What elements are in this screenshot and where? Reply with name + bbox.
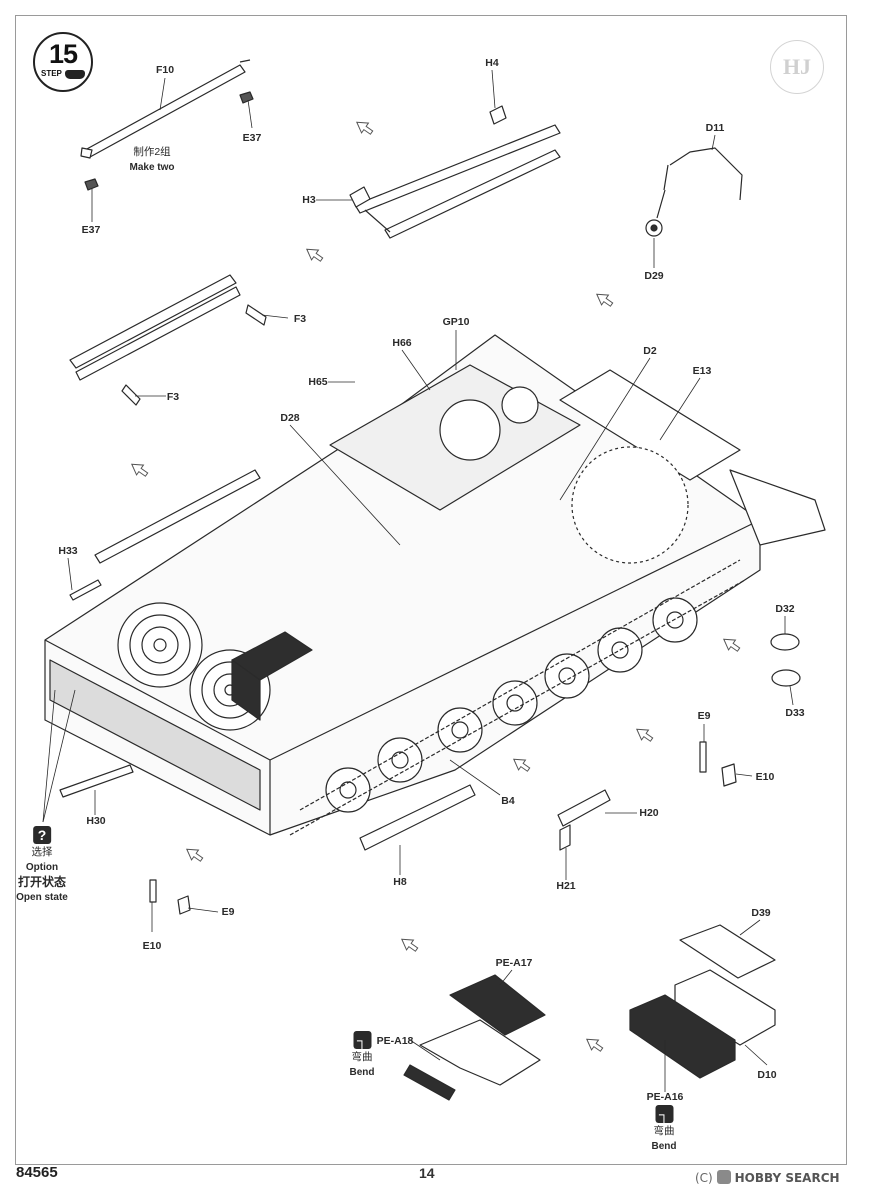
callout-e9-right: E9 <box>697 710 711 722</box>
option-cn: 选择 <box>31 846 53 858</box>
bend-icon: ┐ <box>655 1105 673 1123</box>
vehicle-hull <box>44 334 826 851</box>
callout-gp10: GP10 <box>442 316 470 328</box>
bend-left-en: Bend <box>349 1067 375 1078</box>
callout-d2: D2 <box>643 345 657 357</box>
callout-f3-upper: F3 <box>293 313 307 325</box>
part-d32-d33 <box>770 633 801 687</box>
bend-note-right: ┐ 弯曲 Bend <box>652 1105 677 1154</box>
callout-e37-bottom: E37 <box>81 224 101 236</box>
callout-h4: H4 <box>485 57 499 69</box>
open-state-cn: 打开状态 <box>17 875 66 889</box>
callout-h3: H3 <box>302 194 316 206</box>
part-h30 <box>59 764 134 798</box>
shop-logo-icon <box>716 1170 731 1184</box>
part-pe-a17-a18 <box>403 974 546 1101</box>
brand-logo-mark: HJ <box>770 40 824 94</box>
step-badge: 15 STEP <box>33 32 93 92</box>
callout-h66: H66 <box>392 337 412 349</box>
watermark-prefix: (C) <box>695 1171 713 1185</box>
bend-note-left: ┐ 弯曲 Bend <box>350 1031 375 1080</box>
callout-d33: D33 <box>785 707 805 719</box>
bend-right-cn: 弯曲 <box>653 1125 675 1137</box>
callout-d10: D10 <box>757 1069 777 1081</box>
part-f10 <box>80 59 254 191</box>
part-f3 <box>69 274 267 406</box>
page-frame <box>15 15 847 1165</box>
callout-pe-a16: PE-A16 <box>646 1091 684 1103</box>
tank-icon <box>65 70 85 79</box>
make-two-en: Make two <box>129 162 175 173</box>
callout-h65: H65 <box>308 376 328 388</box>
callout-d39: D39 <box>751 907 771 919</box>
callout-h20: H20 <box>639 807 659 819</box>
bend-left-cn: 弯曲 <box>351 1051 373 1063</box>
make-two-cn: 制作2组 <box>133 146 171 158</box>
bend-right-en: Bend <box>651 1141 677 1152</box>
callout-e10-right: E10 <box>755 771 775 783</box>
part-h4-h3 <box>349 105 561 239</box>
callout-h30: H30 <box>86 815 106 827</box>
callout-e10-left: E10 <box>142 940 162 952</box>
part-e9-e10-left <box>149 879 191 915</box>
callout-b4: B4 <box>501 795 515 807</box>
callout-f10: F10 <box>155 64 175 76</box>
make-two-note: 制作2组 Make two <box>129 145 174 175</box>
callout-d29: D29 <box>644 270 664 282</box>
kit-code: 84565 <box>16 1164 58 1181</box>
direction-arrows <box>131 121 741 1052</box>
callout-d11: D11 <box>705 122 725 134</box>
option-note: ? 选择 Option 打开状态 Open state <box>16 826 68 905</box>
part-side-rail <box>94 469 261 564</box>
callout-f3-lower: F3 <box>166 391 180 403</box>
open-state-en: Open state <box>16 892 68 903</box>
bend-icon: ┐ <box>353 1031 371 1049</box>
option-en: Option <box>25 862 59 873</box>
watermark: (C) HOBBY SEARCH <box>695 1170 840 1185</box>
callout-e9-left: E9 <box>221 906 235 918</box>
watermark-brand: HOBBY SEARCH <box>734 1171 840 1185</box>
callout-pe-a17: PE-A17 <box>495 957 533 969</box>
callout-h21: H21 <box>556 880 576 892</box>
part-e9-e10-right <box>699 741 737 787</box>
callout-e13: E13 <box>692 365 712 377</box>
part-d11-d29 <box>645 147 743 237</box>
callout-h8: H8 <box>393 876 407 888</box>
callout-d28: D28 <box>280 412 300 424</box>
callout-pe-a18: PE-A18 <box>376 1035 414 1047</box>
part-d39-d10 <box>629 924 776 1079</box>
callout-d32: D32 <box>775 603 795 615</box>
page-number: 14 <box>419 1165 435 1181</box>
callout-h33: H33 <box>58 545 78 557</box>
part-h20-h21 <box>557 789 611 851</box>
step-word: STEP <box>41 69 62 78</box>
leader-lines <box>42 69 794 1092</box>
step-number: 15 <box>48 39 78 69</box>
part-h33 <box>69 579 102 601</box>
callout-e37-top: E37 <box>242 132 262 144</box>
question-icon: ? <box>33 826 51 844</box>
